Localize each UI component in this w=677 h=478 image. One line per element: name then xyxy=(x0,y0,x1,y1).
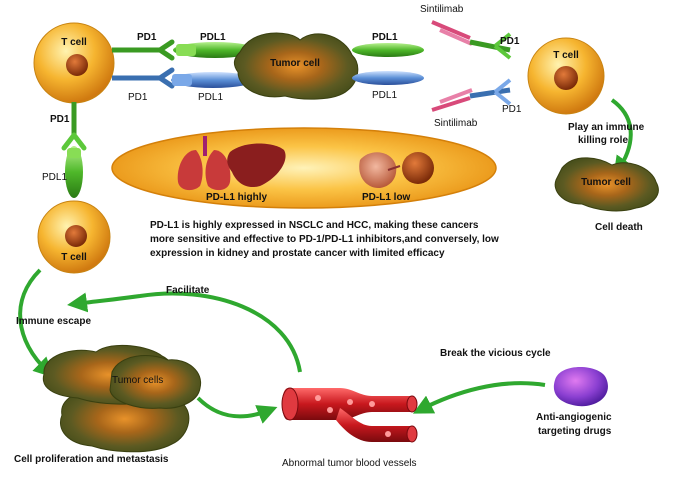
pdl1-highly-label: PD-L1 highly xyxy=(206,192,268,203)
t-cell-topleft: T cell xyxy=(33,22,115,104)
pdl1-ligand-top-blue xyxy=(171,72,255,88)
arrow-cells-to-vessels xyxy=(196,396,278,424)
pdl1-label-rightblue: PDL1 xyxy=(372,90,397,101)
expression-note-line2: more sensitive and effective to PD-1/PD-… xyxy=(150,234,499,245)
tumor-cells-cluster: Tumor cells xyxy=(42,344,202,453)
immune-role-line2: killing role xyxy=(578,135,628,146)
pdl1-label-right: PDL1 xyxy=(372,32,398,43)
drug-label-line1: Anti-angiogenic xyxy=(536,412,612,423)
arrow-immune-escape xyxy=(18,268,54,378)
pdl1-label-top: PDL1 xyxy=(200,32,226,43)
t-cell-left-label: T cell xyxy=(61,252,87,263)
sintilimab-antibody-top xyxy=(431,20,512,60)
sintilimab-label-top: Sintilimab xyxy=(420,4,464,15)
t-cell-right: T cell xyxy=(527,37,605,115)
immune-role-line1: Play an immune xyxy=(568,122,645,133)
proliferation-label: Cell proliferation and metastasis xyxy=(14,454,169,465)
liver-icon xyxy=(227,143,286,188)
cell-death-label: Cell death xyxy=(595,222,643,233)
tumor-cell-top: Tumor cell xyxy=(233,32,359,100)
pdl1-low-label: PD-L1 low xyxy=(362,192,411,203)
tumor-cell-death-label: Tumor cell xyxy=(581,177,631,188)
sintilimab-antibody-bottom xyxy=(431,78,512,112)
pd1-label-vertical: PD1 xyxy=(50,114,70,125)
prostate-icon xyxy=(402,152,434,184)
drug-icon xyxy=(553,367,608,407)
pd1-label-right: PD1 xyxy=(500,36,520,47)
arrow-break-cycle xyxy=(412,381,546,414)
expression-oval: PD-L1 highly PD-L1 low xyxy=(111,127,497,209)
pd1-receptor-top-green xyxy=(112,39,195,61)
facilitate-label: Facilitate xyxy=(166,285,210,296)
pdl1-ligand-top-green xyxy=(173,42,257,58)
pdl1-ligand-right-green xyxy=(352,43,424,57)
pd1-label-rightblue: PD1 xyxy=(502,104,522,115)
tumor-cells-label: Tumor cells xyxy=(112,375,163,386)
blood-vessels-label: Abnormal tumor blood vessels xyxy=(282,458,417,469)
pd1-label-top: PD1 xyxy=(137,32,157,43)
sintilimab-label-bottom: Sintilimab xyxy=(434,118,478,129)
drug-label-line2: targeting drugs xyxy=(538,426,612,437)
t-cell-right-label: T cell xyxy=(553,50,579,61)
immune-escape-label: Immune escape xyxy=(16,316,91,327)
arrow-facilitate xyxy=(67,291,302,373)
pdl1-label-vertical: PDL1 xyxy=(42,172,67,183)
pd1-label-topblue: PD1 xyxy=(128,92,148,103)
pd1-receptor-vertical xyxy=(61,102,87,151)
tumor-cell-label: Tumor cell xyxy=(270,58,320,69)
break-cycle-label: Break the vicious cycle xyxy=(440,348,551,359)
pdl1-ligand-vertical xyxy=(65,146,83,198)
pdl1-label-topblue: PDL1 xyxy=(198,92,223,103)
pdl1-ligand-right-blue xyxy=(352,71,424,85)
pd1-receptor-top-blue xyxy=(112,67,175,89)
expression-note-line1: PD-L1 is highly expressed in NSCLC and H… xyxy=(150,220,479,231)
t-cell-left: T cell xyxy=(37,200,111,274)
tumor-cell-death: Tumor cell xyxy=(554,157,659,212)
expression-note-line3: expression in kidney and prostate cancer… xyxy=(150,248,445,259)
blood-vessels-icon xyxy=(281,387,418,443)
lungs-icon xyxy=(177,136,231,191)
kidney-icon xyxy=(359,152,401,188)
t-cell-label: T cell xyxy=(61,37,87,48)
